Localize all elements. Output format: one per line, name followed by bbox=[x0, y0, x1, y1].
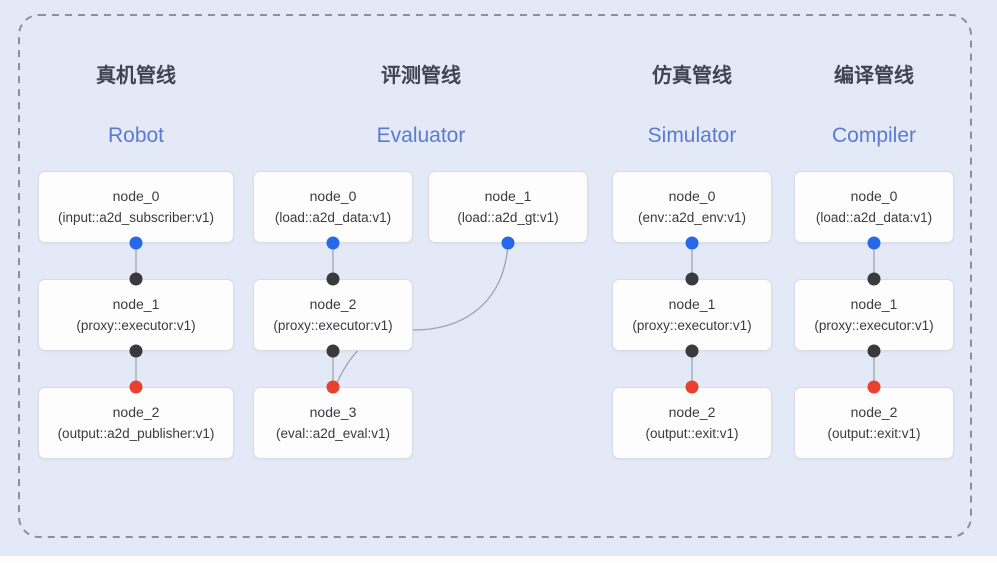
node-box-robot-node2: node_2 (output::a2d_publisher:v1) bbox=[38, 387, 234, 459]
node-name: node_0 bbox=[112, 188, 160, 204]
node-box-evaluator-node1: node_1 (load::a2d_gt:v1) bbox=[428, 171, 588, 243]
pipeline-title-zh-compiler: 编译管线 bbox=[834, 65, 914, 87]
pipeline-title-zh-simulator: 仿真管线 bbox=[652, 65, 732, 87]
port-dot-black-output bbox=[867, 344, 881, 358]
node-type: (output::a2d_publisher:v1) bbox=[57, 426, 215, 441]
port-dot-black-input bbox=[867, 272, 881, 286]
node-type: (proxy::executor:v1) bbox=[273, 318, 393, 333]
pipeline-title-en-compiler: Compiler bbox=[831, 124, 917, 147]
node-type: (proxy::executor:v1) bbox=[76, 318, 196, 333]
node-box-compiler-node1: node_1 (proxy::executor:v1) bbox=[794, 279, 954, 351]
node-name: node_0 bbox=[668, 188, 716, 204]
node-type: (eval::a2d_eval:v1) bbox=[275, 426, 391, 441]
node-type: (proxy::executor:v1) bbox=[814, 318, 934, 333]
node-name: node_0 bbox=[309, 188, 357, 204]
port-dot-black-input bbox=[685, 272, 699, 286]
node-box-simulator-node0: node_0 (env::a2d_env:v1) bbox=[612, 171, 772, 243]
node-box-simulator-node2: node_2 (output::exit:v1) bbox=[612, 387, 772, 459]
port-dot-black-input bbox=[129, 272, 143, 286]
node-type: (load::a2d_gt:v1) bbox=[457, 210, 559, 225]
node-type: (env::a2d_env:v1) bbox=[637, 210, 747, 225]
port-dot-black-output bbox=[685, 344, 699, 358]
pipeline-title-zh-evaluator: 评测管线 bbox=[381, 65, 461, 87]
node-box-evaluator-node2: node_2 (proxy::executor:v1) bbox=[253, 279, 413, 351]
pipeline-title-en-robot: Robot bbox=[107, 124, 165, 147]
node-box-evaluator-node3: node_3 (eval::a2d_eval:v1) bbox=[253, 387, 413, 459]
port-dot-blue-output bbox=[867, 236, 881, 250]
node-name: node_2 bbox=[850, 404, 898, 420]
node-box-robot-node0: node_0 (input::a2d_subscriber:v1) bbox=[38, 171, 234, 243]
node-name: node_1 bbox=[850, 296, 898, 312]
node-type: (load::a2d_data:v1) bbox=[274, 210, 392, 225]
node-box-simulator-node1: node_1 (proxy::executor:v1) bbox=[612, 279, 772, 351]
node-name: node_2 bbox=[668, 404, 716, 420]
node-name: node_1 bbox=[484, 188, 532, 204]
port-dot-red-input bbox=[326, 380, 340, 394]
port-dot-red-input bbox=[129, 380, 143, 394]
node-type: (input::a2d_subscriber:v1) bbox=[57, 210, 215, 225]
node-box-evaluator-node0: node_0 (load::a2d_data:v1) bbox=[253, 171, 413, 243]
node-name: node_3 bbox=[309, 404, 357, 420]
pipeline-title-zh-robot: 真机管线 bbox=[96, 65, 176, 87]
port-dot-blue-output bbox=[501, 236, 515, 250]
port-dot-blue-output bbox=[326, 236, 340, 250]
node-type: (load::a2d_data:v1) bbox=[815, 210, 933, 225]
node-type: (output::exit:v1) bbox=[827, 426, 921, 441]
port-dot-black-input bbox=[326, 272, 340, 286]
port-dot-red-input bbox=[685, 380, 699, 394]
port-dot-blue-output bbox=[685, 236, 699, 250]
node-name: node_1 bbox=[112, 296, 160, 312]
node-box-robot-node1: node_1 (proxy::executor:v1) bbox=[38, 279, 234, 351]
node-name: node_2 bbox=[309, 296, 357, 312]
pipeline-title-en-evaluator: Evaluator bbox=[376, 124, 466, 147]
node-name: node_2 bbox=[112, 404, 160, 420]
node-box-compiler-node2: node_2 (output::exit:v1) bbox=[794, 387, 954, 459]
pipeline-title-en-simulator: Simulator bbox=[647, 124, 737, 147]
node-box-compiler-node0: node_0 (load::a2d_data:v1) bbox=[794, 171, 954, 243]
bottom-white-strip bbox=[0, 556, 997, 563]
node-name: node_1 bbox=[668, 296, 716, 312]
node-type: (output::exit:v1) bbox=[645, 426, 739, 441]
node-type: (proxy::executor:v1) bbox=[632, 318, 752, 333]
pipeline-boundary-dashed-border bbox=[18, 14, 972, 538]
port-dot-black-output bbox=[326, 344, 340, 358]
node-name: node_0 bbox=[850, 188, 898, 204]
port-dot-blue-output bbox=[129, 236, 143, 250]
port-dot-black-output bbox=[129, 344, 143, 358]
port-dot-red-input bbox=[867, 380, 881, 394]
